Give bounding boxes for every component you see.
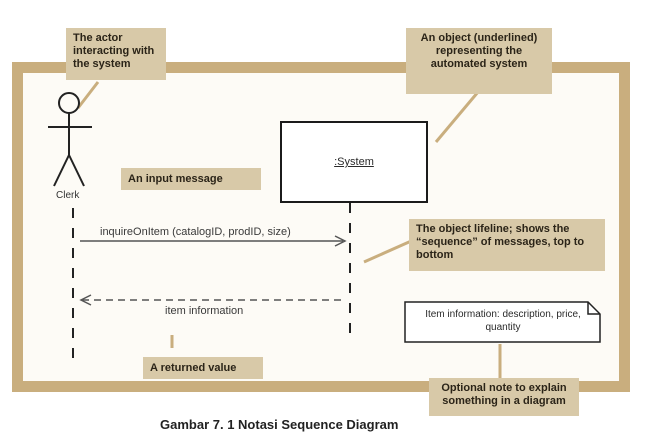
note-callout: Optional note to explain something in a … xyxy=(429,378,579,416)
returned-value-callout: A returned value xyxy=(143,357,263,379)
actor-name-label: Clerk xyxy=(56,190,80,201)
input-message-callout: An input message xyxy=(121,168,261,190)
lifeline-callout: The object lifeline; shows the “sequence… xyxy=(409,219,605,271)
figure-caption: Gambar 7. 1 Notasi Sequence Diagram xyxy=(160,417,399,432)
input-arrowhead xyxy=(334,235,347,247)
object-callout: An object (underlined) representing the … xyxy=(406,28,552,94)
object-callout-pointer xyxy=(434,91,480,143)
note-text: Item information: description, price, qu… xyxy=(425,309,581,333)
actor-callout-pointer xyxy=(76,81,100,109)
actor-icon xyxy=(48,92,92,187)
note-shape xyxy=(404,301,601,343)
system-object-label: :System xyxy=(334,156,374,168)
return-arrowhead xyxy=(79,294,92,306)
actor-callout: The actor interacting with the system xyxy=(66,28,166,80)
system-object-box: :System xyxy=(280,121,428,203)
return-message-label: item information xyxy=(165,305,244,317)
input-message-label: inquireOnItem (catalogID, prodID, size) xyxy=(100,226,291,238)
